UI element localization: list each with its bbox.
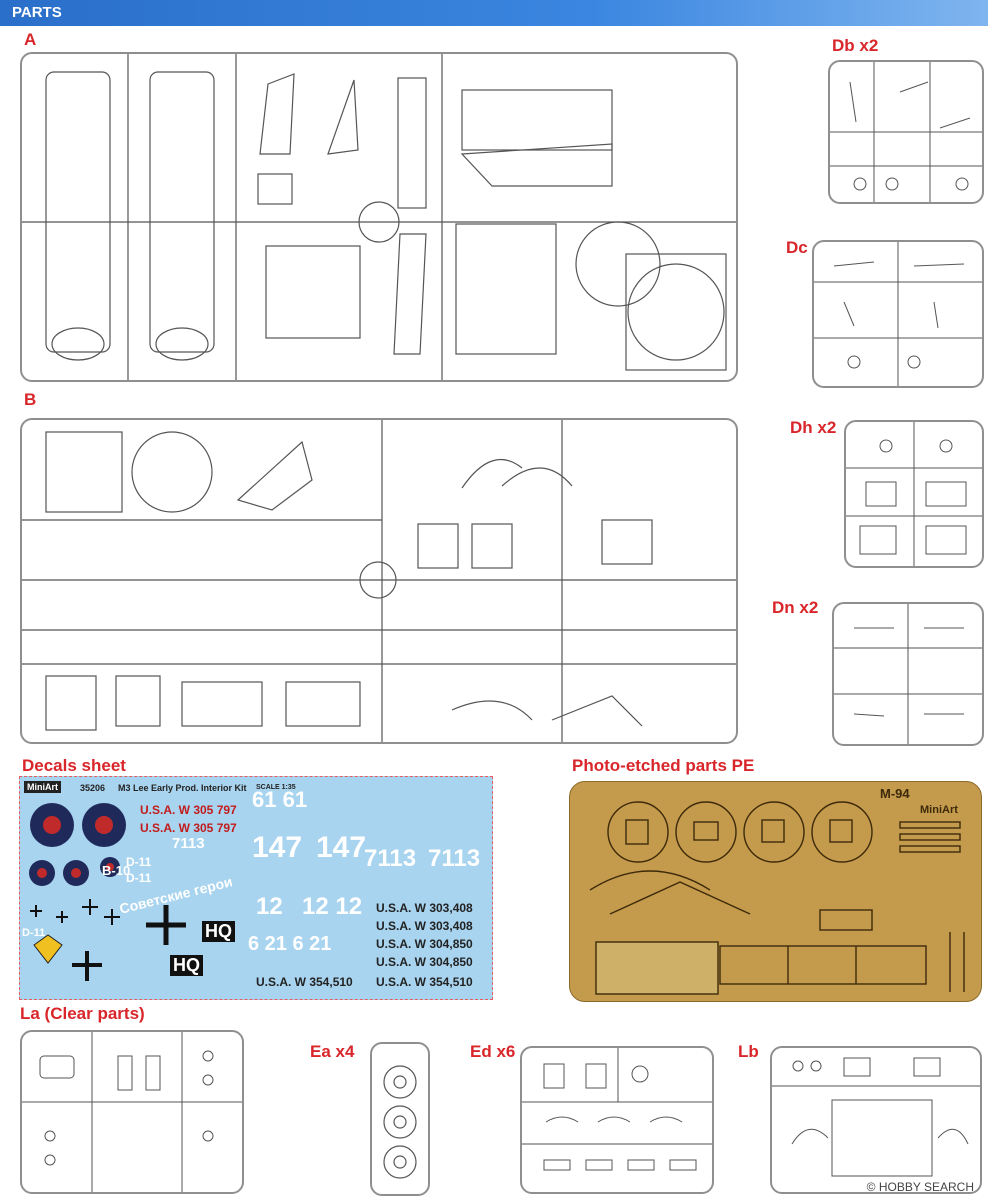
sprue-label-dc: Dc [786, 238, 808, 257]
section-label-pe: Photo-etched parts PE [572, 756, 755, 775]
decal-d11-b: D-11 [126, 871, 152, 885]
decal-61: 61 61 [252, 787, 308, 812]
sprue-dh [844, 420, 984, 568]
decal-reg-6: U.S.A. W 354,510 [376, 975, 473, 989]
decal-roundels [29, 803, 186, 981]
decal-reg-5: U.S.A. W 354,510 [256, 975, 353, 989]
decal-reg-3: U.S.A. W 304,850 [376, 937, 473, 951]
decal-147-b: 147 [316, 831, 367, 864]
watermark: © HOBBY SEARCH [866, 1180, 974, 1194]
decal-12-a: 12 [256, 893, 283, 920]
sprue-dc [812, 240, 984, 388]
decal-brand: MiniArt [24, 781, 61, 793]
decal-reg-1: U.S.A. W 303,408 [376, 901, 473, 915]
decal-7113-c: 7113 [428, 845, 481, 872]
decal-7113-a: 7113 [172, 835, 205, 852]
sprue-label-db: Db x2 [832, 36, 879, 55]
sprue-ea [370, 1042, 430, 1196]
sprue-label-la: La (Clear parts) [20, 1004, 145, 1023]
sprue-label-ed: Ed x6 [470, 1042, 516, 1061]
sprue-label-dh: Dh x2 [790, 418, 837, 437]
decal-d11-c: D-11 [22, 927, 46, 939]
decal-usa-1: U.S.A. W 305 797 [140, 803, 237, 817]
decal-b10: B-10 [102, 863, 131, 878]
sprue-label-a: A [24, 30, 37, 49]
section-label-decals: Decals sheet [22, 756, 126, 775]
sprue-label-dn: Dn x2 [772, 598, 819, 617]
decal-sheet: MiniArt 35206 M3 Lee Early Prod. Interio… [19, 776, 493, 1000]
decal-reg-2: U.S.A. W 303,408 [376, 919, 473, 933]
sprue-b [20, 418, 738, 744]
sprue-label-b: B [24, 390, 37, 409]
decal-hq-2: HQ [170, 955, 203, 976]
decal-621: 6 21 6 21 [248, 933, 332, 955]
decal-scale: SCALE 1:35 [256, 784, 296, 791]
decal-12-b: 12 12 [302, 893, 363, 920]
decal-usa-2: U.S.A. W 305 797 [140, 821, 237, 835]
decal-d11-a: D-11 [126, 855, 152, 869]
pe-code: M-94 [880, 786, 910, 801]
decal-hq-1: HQ [202, 921, 235, 942]
pe-sheet: M-94 MiniArt [569, 781, 982, 1002]
decal-code: 35206 [80, 783, 106, 793]
sprue-dn [832, 602, 984, 746]
sprue-la [20, 1030, 244, 1194]
sprue-a [20, 52, 738, 382]
sprue-label-lb: Lb [738, 1042, 759, 1061]
decal-title: M3 Lee Early Prod. Interior Kit [118, 783, 247, 793]
decal-reg-4: U.S.A. W 304,850 [376, 955, 473, 969]
sprue-ed [520, 1046, 714, 1194]
decal-147-a: 147 [252, 831, 303, 864]
parts-header: PARTS [0, 0, 988, 26]
sprue-db [828, 60, 984, 204]
pe-frets [589, 801, 965, 995]
pe-brand: MiniArt [920, 804, 958, 816]
sprue-lb [770, 1046, 982, 1194]
parts-title: PARTS [12, 4, 62, 21]
decal-7113-b: 7113 [364, 845, 417, 872]
sprue-label-ea: Ea x4 [310, 1042, 355, 1061]
